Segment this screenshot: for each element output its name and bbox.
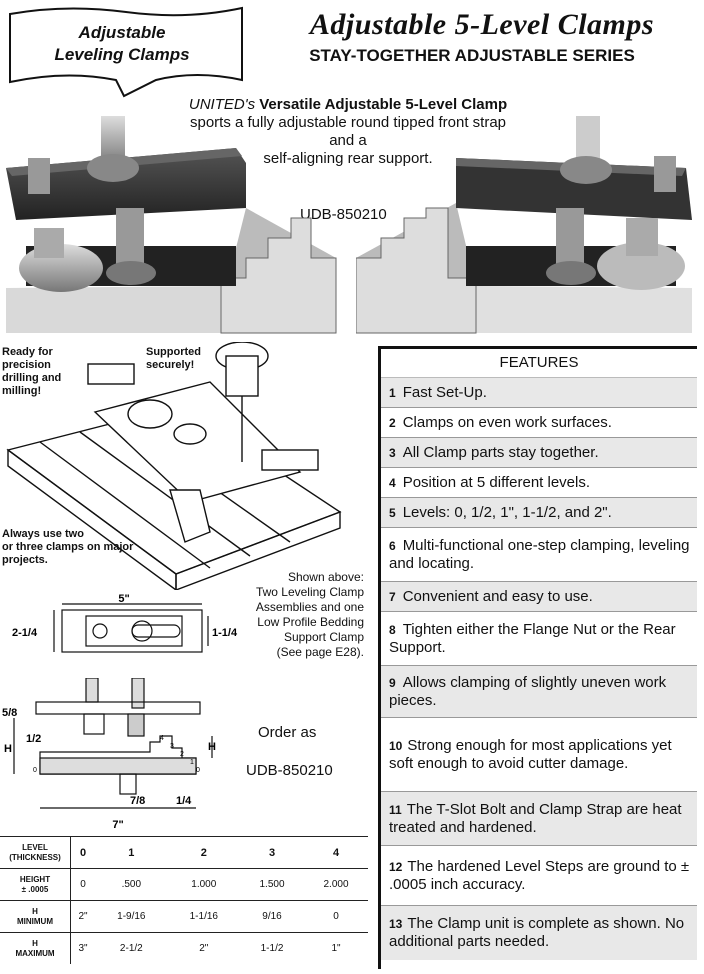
dim-length: 7": [112, 819, 123, 831]
table-cell: 2-1/2: [95, 932, 168, 964]
step-label-0-left: 0: [33, 767, 37, 774]
top-view-drawing: 5" 2-1/4 1-1/4: [12, 594, 238, 653]
table-cell: 4: [304, 836, 368, 869]
clamp-photo-left: [6, 116, 337, 334]
note-precision: Ready for precision drilling and milling…: [2, 346, 62, 397]
photo-part-number: UDB-850210: [300, 206, 387, 223]
row-header-level: LEVEL(THICKNESS): [0, 836, 71, 869]
table-row: HEIGHT± .0005 0 .500 1.000 1.500 2.000: [0, 868, 368, 901]
dim-top-right-height: 1-1/4: [212, 627, 238, 639]
table-cell: 2": [167, 932, 241, 964]
step-label-2: 2: [180, 751, 184, 758]
note-always-use: Always use two or three clamps on major …: [2, 528, 134, 566]
banner-line-1: Adjustable: [78, 23, 166, 42]
page-title: Adjustable 5-Level Clamps: [309, 8, 655, 41]
spec-table: LEVEL(THICKNESS) 0 1 2 3 4 HEIGHT± .0005…: [0, 836, 368, 964]
table-cell: 1-1/2: [240, 932, 304, 964]
dim-top-width: 5": [118, 594, 129, 605]
table-cell: 1: [95, 836, 168, 869]
banner-text: Adjustable Leveling Clamps: [22, 22, 222, 66]
table-cell: 1.000: [167, 868, 241, 901]
dim-h-right: H: [208, 741, 216, 753]
table-cell: 0: [70, 868, 96, 901]
row-header-height: HEIGHT± .0005: [0, 868, 71, 901]
table-cell: .500: [95, 868, 168, 901]
page-subtitle: STAY-TOGETHER ADJUSTABLE SERIES: [309, 46, 635, 65]
intro-product: Versatile Adjustable 5-Level Clamp: [259, 96, 508, 113]
table-row: LEVEL(THICKNESS) 0 1 2 3 4: [0, 836, 368, 869]
intro-brand: UNITED's: [188, 96, 256, 113]
intro-text: UNITED's Versatile Adjustable 5-Level Cl…: [158, 96, 538, 168]
step-label-4: 4: [160, 735, 164, 742]
order-label: Order as: [258, 724, 317, 741]
table-cell: 0: [304, 900, 368, 933]
note-supported: Supported securely!: [146, 346, 201, 371]
table-cell: 9/16: [240, 900, 304, 933]
setup-illustration: [6, 342, 342, 590]
table-cell: 2": [70, 900, 96, 933]
intro-line-4: self-aligning rear support.: [263, 150, 433, 167]
table-cell: 0: [70, 836, 96, 869]
dim-quarter: 1/4: [176, 795, 192, 807]
dim-h-left: H: [4, 743, 12, 755]
illustration-caption: Shown above: Two Leveling Clamp Assembli…: [255, 570, 364, 659]
order-part-number: UDB-850210: [246, 762, 333, 779]
table-cell: 1.500: [240, 868, 304, 901]
table-cell: 3": [70, 932, 96, 964]
dim-five-eighths: 5/8: [2, 707, 17, 719]
table-cell: 1-9/16: [95, 900, 168, 933]
intro-line-2: sports a fully adjustable round tipped f…: [189, 114, 507, 131]
table-cell: 1": [304, 932, 368, 964]
table-cell: 2: [167, 836, 241, 869]
dim-seven-eighths: 7/8: [130, 795, 145, 807]
table-cell: 2.000: [304, 868, 368, 901]
step-label-1: 1: [190, 759, 194, 766]
step-label-0-right: 0: [196, 767, 200, 774]
table-cell: 3: [240, 836, 304, 869]
dim-top-left-height: 2-1/4: [12, 627, 38, 639]
table-cell: 1-1/16: [167, 900, 241, 933]
dim-half: 1/2: [26, 733, 41, 745]
features-title: FEATURES: [381, 349, 697, 378]
clamp-photo-right: [356, 116, 692, 334]
banner-line-2: Leveling Clamps: [54, 45, 190, 64]
intro-line-3: and a: [329, 132, 367, 149]
side-view-drawing: 5/8 1/2 H H 7/8 1/4 7" 4 3 2 1 0 0: [2, 678, 216, 831]
title-banner: [9, 6, 243, 98]
step-label-3: 3: [170, 743, 174, 750]
